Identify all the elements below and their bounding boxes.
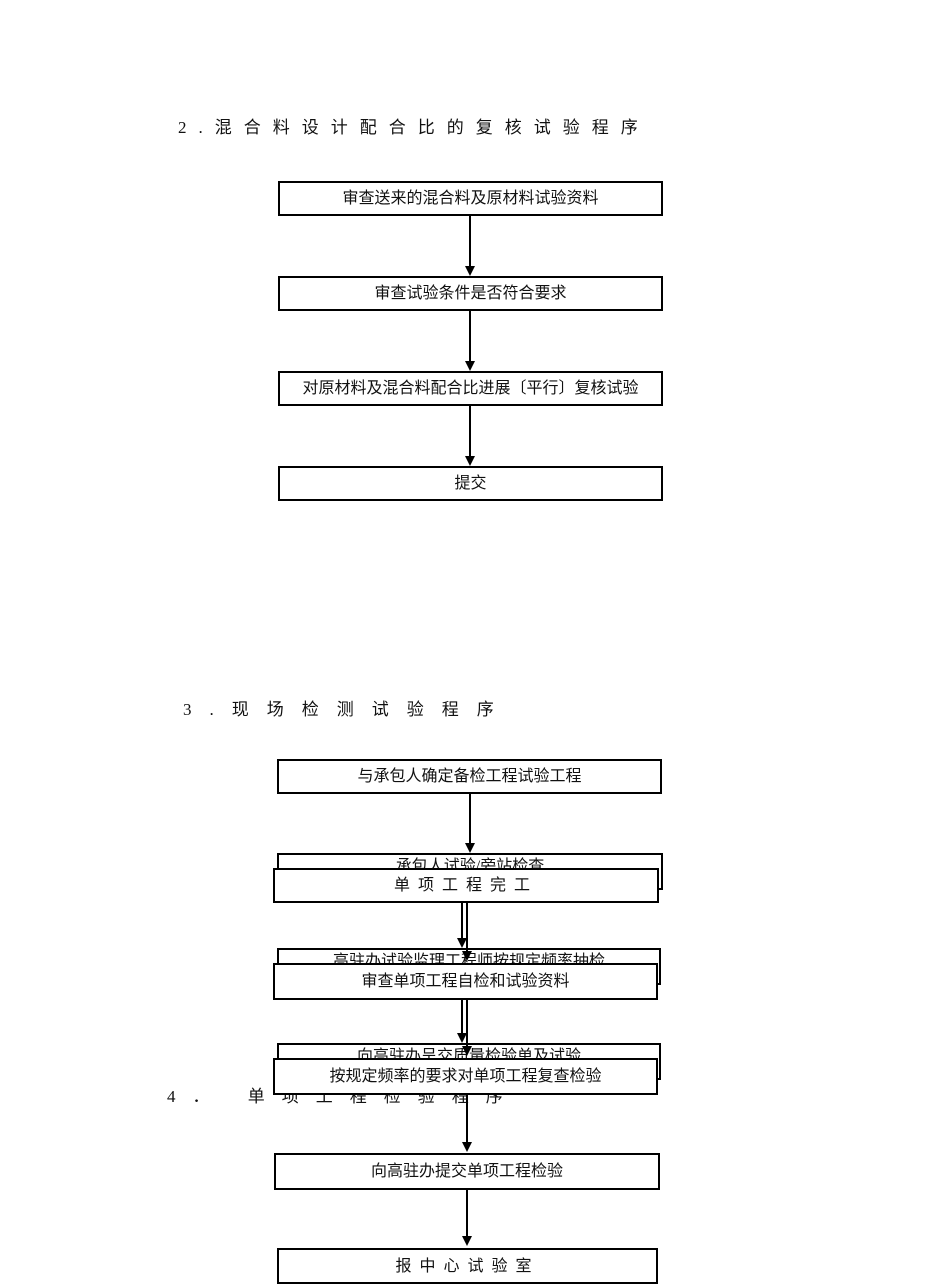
arrow-head-icon: [457, 938, 467, 948]
arrow-head-icon: [457, 1033, 467, 1043]
arrow-head-icon: [465, 843, 475, 853]
flow-arrow-down: [461, 903, 473, 961]
arrow-shaft: [461, 1000, 463, 1035]
flow-arrow-down: [464, 216, 476, 276]
flow-box-label: 审查单项工程自检和试验资料: [361, 973, 570, 990]
section4-box-submit-to-office: 向高驻办提交单项工程检验: [274, 1153, 660, 1190]
section2-box-parallel-retest: 对原材料及混合料配合比进展〔平行〕复核试验: [278, 371, 663, 406]
arrow-head-icon: [465, 266, 475, 276]
flow-arrow-down: [461, 1000, 473, 1056]
flow-arrow-down: [456, 903, 468, 948]
flow-arrow-down: [461, 1095, 473, 1152]
section4-box-work-complete: 单项工程完工: [273, 868, 659, 903]
flow-box-label: 向高驻办提交单项工程检验: [370, 1163, 563, 1180]
arrow-head-icon: [462, 1236, 472, 1246]
arrow-head-icon: [465, 361, 475, 371]
flow-arrow-down: [464, 794, 476, 853]
flow-box-label: 按规定频率的要求对单项工程复查检验: [329, 1068, 602, 1085]
arrow-shaft: [466, 1095, 468, 1144]
flow-box-label: 与承包人确定备检工程试验工程: [357, 768, 582, 785]
flow-box-label: 审查试验条件是否符合要求: [374, 285, 567, 302]
section3-title: 3.现场检测试验程序: [183, 700, 512, 719]
arrow-shaft: [469, 311, 471, 363]
arrow-head-icon: [462, 1142, 472, 1152]
section4-box-report-central-lab: 报中心试验室: [277, 1248, 658, 1284]
section2-title: 2.混合料设计配合比的复核试验程序: [178, 118, 650, 137]
flow-box-label: 对原材料及混合料配合比进展〔平行〕复核试验: [302, 380, 639, 397]
flow-box-label: 提交: [454, 475, 487, 492]
arrow-shaft: [469, 794, 471, 845]
flow-box-label: 报中心试验室: [395, 1257, 540, 1275]
section4-box-recheck-by-frequency: 按规定频率的要求对单项工程复查检验: [273, 1058, 658, 1095]
flow-arrow-down: [456, 1000, 468, 1043]
section2-box-submit: 提交: [278, 466, 663, 501]
flow-arrow-down: [461, 1190, 473, 1246]
flow-arrow-down: [464, 406, 476, 466]
flow-arrow-down: [464, 311, 476, 371]
arrow-shaft: [466, 903, 468, 953]
section3-box-confirm-items: 与承包人确定备检工程试验工程: [277, 759, 662, 794]
section4-box-review-selfcheck: 审查单项工程自检和试验资料: [273, 963, 658, 1000]
arrow-shaft: [469, 406, 471, 458]
flow-box-label: 单项工程完工: [393, 877, 538, 894]
section2-box-review-materials: 审查送来的混合料及原材料试验资料: [278, 181, 663, 216]
arrow-head-icon: [462, 1046, 472, 1056]
section2-box-review-conditions: 审查试验条件是否符合要求: [278, 276, 663, 311]
arrow-shaft: [466, 1190, 468, 1238]
arrow-shaft: [466, 1000, 468, 1048]
arrow-head-icon: [462, 951, 472, 961]
flow-box-label: 审查送来的混合料及原材料试验资料: [342, 190, 599, 207]
arrow-shaft: [469, 216, 471, 268]
arrow-head-icon: [465, 456, 475, 466]
arrow-shaft: [461, 903, 463, 940]
